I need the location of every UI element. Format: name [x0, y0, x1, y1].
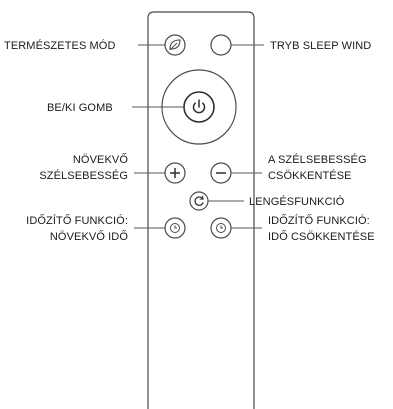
- natural-mode-button[interactable]: [164, 34, 186, 56]
- power-icon: [192, 99, 206, 114]
- label-timer-decrease-1: IDŐZÍTŐ FUNKCIÓ:: [268, 213, 370, 227]
- sleep-wind-button[interactable]: [210, 34, 232, 56]
- label-decrease-speed-2: CSÖKKENTÉSE: [268, 169, 352, 182]
- label-increase-speed-2: SZÉLSEBESSÉG: [39, 169, 128, 182]
- timer-increase-button[interactable]: [164, 217, 186, 239]
- oscillation-button[interactable]: [189, 191, 209, 211]
- label-power-button: BE/KI GOMB: [47, 102, 113, 114]
- moon-icon: [218, 39, 224, 51]
- timer-icon: [170, 223, 180, 233]
- leaf-icon: [169, 39, 181, 51]
- label-oscillation: LENGÉSFUNKCIÓ: [249, 195, 345, 208]
- plus-icon: [170, 168, 180, 178]
- label-timer-decrease-2: IDŐ CSÖKKENTÉSE: [268, 229, 375, 243]
- label-timer-increase-2: NÖVEKVŐ IDŐ: [50, 229, 128, 243]
- label-increase-speed-1: NÖVEKVŐ: [73, 152, 128, 166]
- label-sleep-wind: TRYB SLEEP WIND: [270, 40, 371, 52]
- increase-speed-button[interactable]: [164, 162, 186, 184]
- decrease-speed-button[interactable]: [210, 162, 232, 184]
- timer-icon: [216, 223, 226, 233]
- rotate-icon: [194, 195, 204, 206]
- label-decrease-speed-1: A SZÉLSEBESSÉG: [268, 153, 367, 166]
- timer-decrease-button[interactable]: [210, 217, 232, 239]
- power-button[interactable]: [183, 91, 215, 123]
- label-natural-mode: TERMÉSZETES MÓD: [4, 39, 116, 52]
- label-timer-increase-1: IDŐZÍTŐ FUNKCIÓ:: [26, 213, 128, 227]
- leader-lines: [132, 44, 264, 229]
